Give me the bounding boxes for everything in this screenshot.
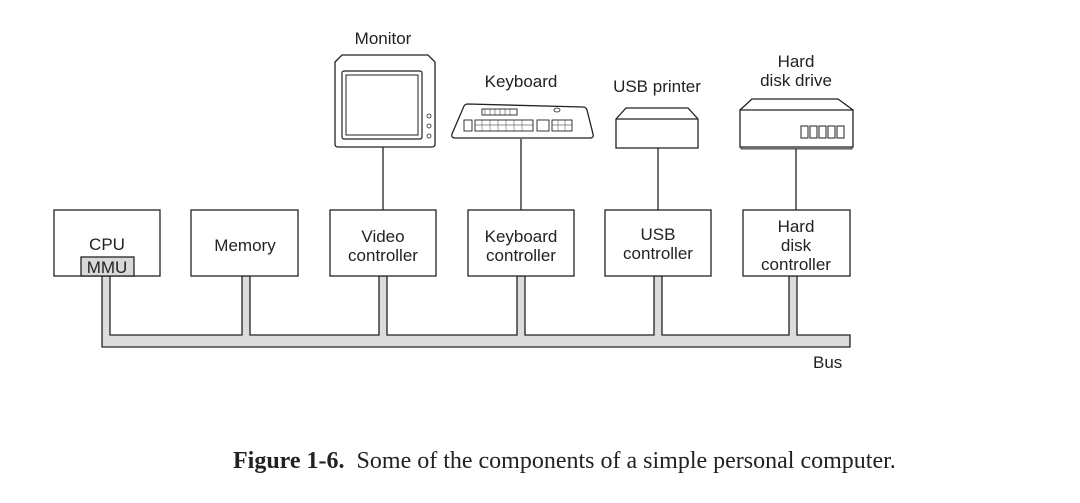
bus-label: Bus — [813, 353, 842, 372]
video-controller-label-1: Video — [361, 227, 404, 246]
hdc-label-1: Hard — [778, 217, 815, 236]
system-bus — [101, 275, 851, 348]
mmu-label: MMU — [87, 258, 128, 277]
video-controller-box: Video controller — [329, 209, 437, 277]
monitor-icon — [334, 54, 436, 148]
mmu-box — [80, 256, 135, 277]
hard-disk-controller-box: Hard disk controller — [742, 209, 851, 277]
printer-icon — [615, 107, 699, 149]
hard-disk-drive-icon — [739, 98, 854, 150]
usb-controller-label-2: controller — [623, 244, 693, 263]
usb-printer-label: USB printer — [613, 77, 701, 96]
keyboard-controller-label-2: controller — [486, 246, 556, 265]
hdd-label-1: Hard — [778, 52, 815, 71]
figure-number: Figure 1-6. — [233, 448, 345, 474]
usb-controller-box: USB controller — [604, 209, 712, 277]
keyboard-controller-label-1: Keyboard — [485, 227, 558, 246]
keyboard-controller-box: Keyboard controller — [467, 209, 575, 277]
hdc-label-3: controller — [761, 255, 831, 274]
cpu-box: CPU MMU — [53, 209, 161, 277]
video-controller-label-2: controller — [348, 246, 418, 265]
hdd-label-2: disk drive — [760, 71, 832, 90]
usb-controller-label-1: USB — [641, 225, 676, 244]
memory-label: Memory — [214, 236, 276, 255]
memory-box: Memory — [190, 209, 299, 277]
cpu-label: CPU — [89, 235, 125, 254]
keyboard-icon — [451, 103, 594, 139]
caption-text: Some of the components of a simple perso… — [356, 448, 896, 474]
monitor-label: Monitor — [355, 29, 412, 48]
keyboard-label: Keyboard — [485, 72, 558, 91]
hdc-label-2: disk — [781, 236, 812, 255]
figure-caption: Figure 1-6. Some of the components of a … — [233, 448, 896, 475]
